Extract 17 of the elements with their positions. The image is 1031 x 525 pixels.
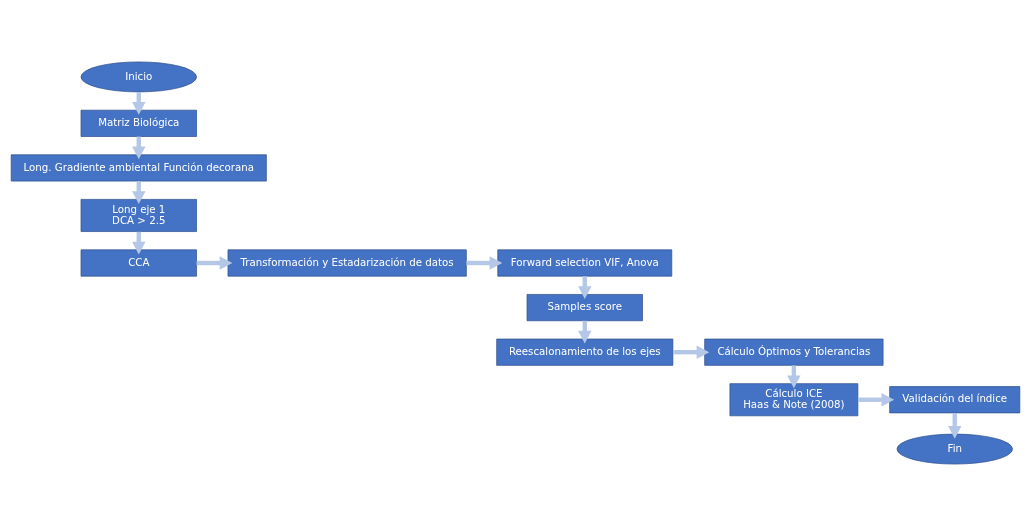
arrow: [466, 255, 503, 270]
node-box: Matriz Biológica: [80, 109, 197, 137]
node-box: Samples score: [526, 293, 643, 321]
node-box: Transformación y Estadarización de datos: [227, 248, 467, 277]
arrow: [196, 255, 233, 270]
node-box: Forward selection VIF, Anova: [497, 248, 673, 277]
node-box: CCA: [80, 248, 197, 277]
node-ellipse: Fin: [896, 433, 1013, 464]
node-box: Long eje 1 DCA > 2.5: [80, 198, 197, 232]
node-box: Reescalonamiento de los ejes: [496, 338, 674, 366]
node-box: Long. Gradiente ambiental Función decorana: [10, 153, 267, 181]
arrow: [673, 345, 710, 359]
node-box: Cálculo ICE Haas & Note (2008): [729, 382, 859, 416]
node-box: Cálculo Óptimos y Tolerancias: [704, 338, 884, 366]
node-ellipse: Inicio: [80, 61, 197, 92]
arrow: [858, 392, 895, 406]
node-box: Validación del índice: [889, 385, 1021, 413]
